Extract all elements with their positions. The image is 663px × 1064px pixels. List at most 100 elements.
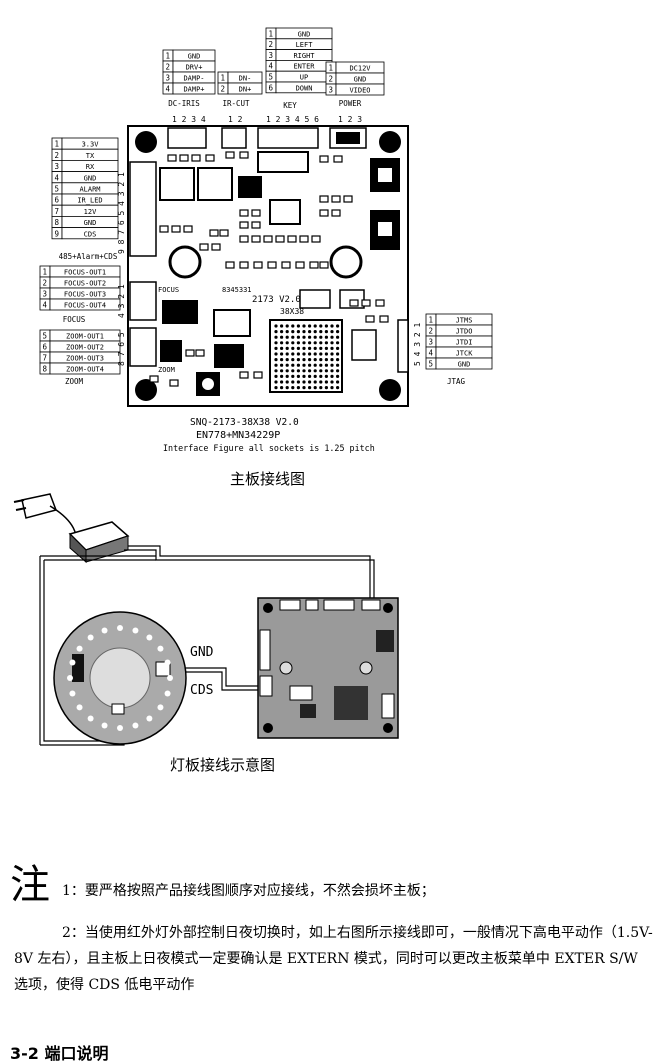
power-pin-numbers: 1 2 3 [338, 115, 362, 124]
pin-signal-name: LEFT [296, 41, 314, 49]
cds-wire-label: CDS [190, 683, 213, 698]
rs485-pin-numbers: 9 8 7 6 5 4 3 2 1 [117, 172, 126, 254]
pin-index: 5 [429, 360, 434, 369]
pin-signal-name: GND [298, 30, 311, 38]
pin-index: 1 [429, 316, 434, 325]
pin-index: 3 [269, 51, 274, 60]
board-model-label: 2173 V2.0 [252, 295, 301, 305]
pin-index: 9 [55, 229, 60, 238]
rs485-connector-label: 485+Alarm+CDS [59, 252, 118, 261]
pin-signal-name: DOWN [296, 84, 313, 92]
key-connector-label: KEY [283, 101, 297, 110]
pin-signal-name: GND [458, 361, 471, 369]
pin-index: 3 [429, 338, 434, 347]
pin-index: 8 [43, 365, 48, 374]
pin-signal-name: DRV+ [186, 64, 203, 72]
note-2: 2：当使用红外灯外部控制日夜切换时，如上右图所示接线即可，一般情况下高电平动作（… [14, 925, 653, 993]
gnd-wire-label: GND [190, 645, 214, 660]
pin-index: 1 [43, 268, 48, 277]
pin-index: 4 [43, 301, 48, 310]
jtag-pin-numbers: 5 4 3 2 1 [413, 322, 422, 366]
pin-signal-name: 12V [84, 208, 97, 216]
pin-signal-name: RIGHT [293, 52, 315, 60]
dc-iris-connector-label: DC-IRIS [168, 99, 200, 108]
pin-index: 2 [269, 40, 274, 49]
zoom-pin-table: 5 ZOOM-OUT1 6 ZOOM-OUT2 7 ZOOM-OUT3 8 ZOOM-OUT4… [39, 329, 121, 386]
pin-signal-name: DAMP- [183, 75, 204, 83]
board-zoom-silk: ZOOM [158, 366, 175, 374]
pin-signal-name: JTCK [456, 350, 474, 358]
mainboard-small [257, 597, 399, 739]
section-title: 3-2 端口说明 [10, 1044, 109, 1063]
pin-index: 2 [429, 327, 434, 336]
ir-cut-connector-label: IR-CUT [222, 99, 250, 108]
pin-index: 1 [269, 29, 274, 38]
pin-signal-name: GND [188, 53, 201, 61]
pin-signal-name: GND [84, 219, 97, 227]
pin-index: 7 [43, 354, 48, 363]
pin-signal-name: UP [300, 74, 308, 82]
note-marker: 注 [10, 862, 50, 908]
pin-index: 2 [43, 279, 48, 288]
mainboard-figure-title: 主板接线图 [230, 470, 306, 488]
pin-index: 7 [55, 207, 60, 216]
pin-index: 1 [166, 52, 171, 61]
board-focus-silk: FOCUS [158, 286, 179, 294]
pin-signal-name: DAMP+ [183, 86, 204, 94]
pin-index: 5 [55, 185, 60, 194]
pin-signal-name: ALARM [79, 186, 100, 194]
dciris-pin-numbers: 1 2 3 4 [172, 115, 206, 124]
pin-index: 2 [221, 85, 226, 94]
focus-connector-label: FOCUS [63, 315, 86, 324]
pin-index: 2 [55, 151, 60, 160]
board-size-label: 38X38 [280, 307, 304, 316]
pin-signal-name: RX [86, 163, 95, 171]
caption-line-model: SNQ-2173-38X38 V2.0 [190, 417, 299, 428]
pin-index: 3 [55, 162, 60, 171]
ircut-pin-numbers: 1 2 [228, 115, 243, 124]
pin-index: 8 [55, 218, 60, 227]
pin-signal-name: 3.3V [82, 141, 100, 149]
pin-index: 6 [43, 343, 48, 352]
pin-index: 4 [269, 62, 274, 71]
lamp-board [53, 611, 187, 745]
pin-index: 6 [269, 83, 274, 92]
pin-signal-name: ZOOM-OUT1 [66, 333, 104, 341]
note-1: 1：要严格按照产品接线图顺序对应接线，不然会损坏主板； [62, 883, 435, 899]
pin-index: 1 [55, 140, 60, 149]
pin-signal-name: IR_LED [77, 197, 102, 205]
pin-signal-name: ZOOM-OUT2 [66, 344, 104, 352]
pin-signal-name: ENTER [293, 63, 315, 71]
pin-index: 2 [166, 63, 171, 72]
zoom-connector-label: ZOOM [65, 377, 84, 386]
power-connector-label: POWER [339, 99, 362, 108]
jtag-connector-label: JTAG [447, 377, 466, 386]
pin-index: 4 [429, 349, 434, 358]
pin-index: 3 [329, 86, 334, 95]
pin-signal-name: ZOOM-OUT4 [66, 366, 104, 374]
pin-signal-name: JTMS [456, 317, 473, 325]
pin-index: 1 [221, 74, 226, 83]
pin-signal-name: DC12V [349, 65, 371, 73]
pin-signal-name: JTDO [456, 328, 473, 336]
pin-index: 4 [55, 173, 60, 182]
pin-signal-name: FOCUS-OUT3 [64, 291, 106, 299]
pin-index: 1 [329, 64, 334, 73]
board-chip-label: 8345331 [222, 286, 252, 294]
pin-signal-name: ZOOM-OUT3 [66, 355, 104, 363]
caption-line-chips: EN778+MN34229P [196, 430, 280, 441]
pin-signal-name: CDS [84, 230, 97, 238]
pin-index: 6 [55, 196, 60, 205]
pin-index: 5 [43, 332, 48, 341]
mainboard: 2173 V2.0 38X38 8345331 FOCUS ZOOM [127, 125, 409, 407]
pin-index: 3 [166, 74, 171, 83]
pin-signal-name: GND [354, 76, 367, 84]
focus-pin-numbers: 4 3 2 1 [117, 284, 126, 318]
